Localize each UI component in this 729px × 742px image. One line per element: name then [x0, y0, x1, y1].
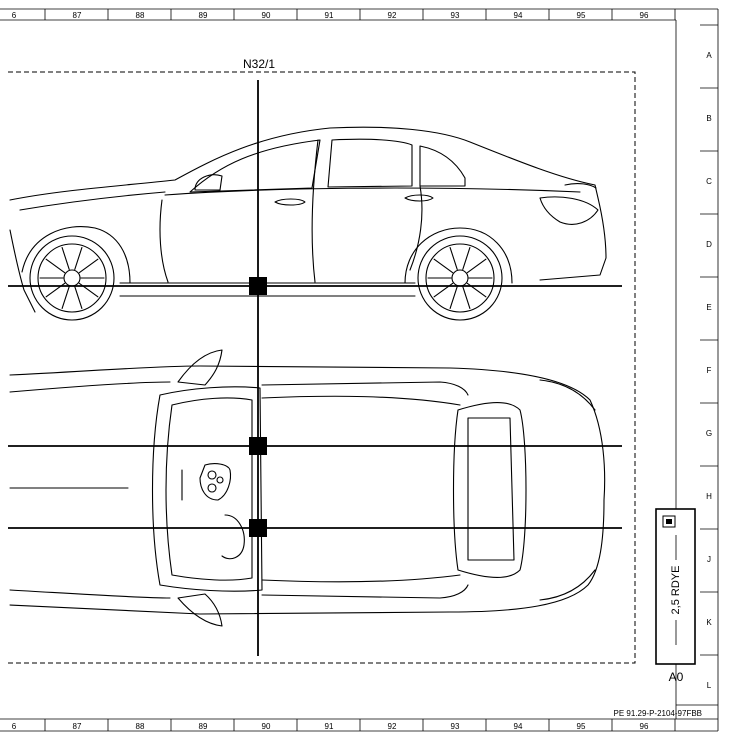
component-marker-top-1: [249, 437, 267, 455]
column-label: 91: [325, 11, 334, 20]
column-label: 96: [640, 11, 649, 20]
column-label: 93: [451, 11, 460, 20]
row-labels: A B C D E F G H J K L: [706, 51, 712, 690]
row-label: B: [706, 114, 711, 123]
column-label: 94: [514, 11, 523, 20]
row-label: J: [707, 555, 711, 564]
row-label: K: [706, 618, 712, 627]
row-label: C: [706, 177, 712, 186]
column-labels-top: 6 87 88 89 90 91 92 93 94 95 96: [12, 11, 649, 20]
reference-lines: [8, 80, 622, 656]
car-top-view: [9, 349, 606, 627]
info-box-code: A0: [669, 670, 684, 684]
car-side-view: [9, 126, 607, 321]
column-label: 96: [640, 722, 649, 731]
info-icon: [662, 515, 676, 528]
column-label: 95: [577, 722, 586, 731]
column-label: 91: [325, 722, 334, 731]
column-label: 95: [577, 11, 586, 20]
column-label: 6: [12, 722, 17, 731]
drawing-frame: [0, 8, 719, 732]
row-label: L: [707, 681, 712, 690]
row-label: G: [706, 429, 712, 438]
component-marker-top-2: [249, 519, 267, 537]
column-label: 87: [73, 722, 82, 731]
component-markers: [249, 277, 267, 537]
info-box-text: 2,5 RDYE: [670, 566, 682, 615]
detail-boundary: [8, 71, 636, 664]
column-label: 90: [262, 11, 271, 20]
column-label: 87: [73, 11, 82, 20]
component-label: N32/1: [243, 57, 275, 71]
column-label: 92: [388, 722, 397, 731]
info-box: 2,5 RDYE A0: [655, 508, 696, 684]
column-label: 93: [451, 722, 460, 731]
row-label: F: [707, 366, 712, 375]
row-label: E: [706, 303, 711, 312]
row-label: D: [706, 240, 712, 249]
document-reference: PE 91.29-P-2104-97FBB: [614, 709, 703, 718]
column-label: 94: [514, 722, 523, 731]
column-labels-bottom: 6 87 88 89 90 91 92 93 94 95 96: [12, 722, 649, 731]
column-label: 88: [136, 722, 145, 731]
column-label: 90: [262, 722, 271, 731]
column-label: 89: [199, 11, 208, 20]
row-label: A: [706, 51, 712, 60]
column-label: 88: [136, 11, 145, 20]
column-label: 89: [199, 722, 208, 731]
row-label: H: [706, 492, 712, 501]
column-label: 92: [388, 11, 397, 20]
column-label: 6: [12, 11, 17, 20]
component-marker-side: [249, 277, 267, 295]
